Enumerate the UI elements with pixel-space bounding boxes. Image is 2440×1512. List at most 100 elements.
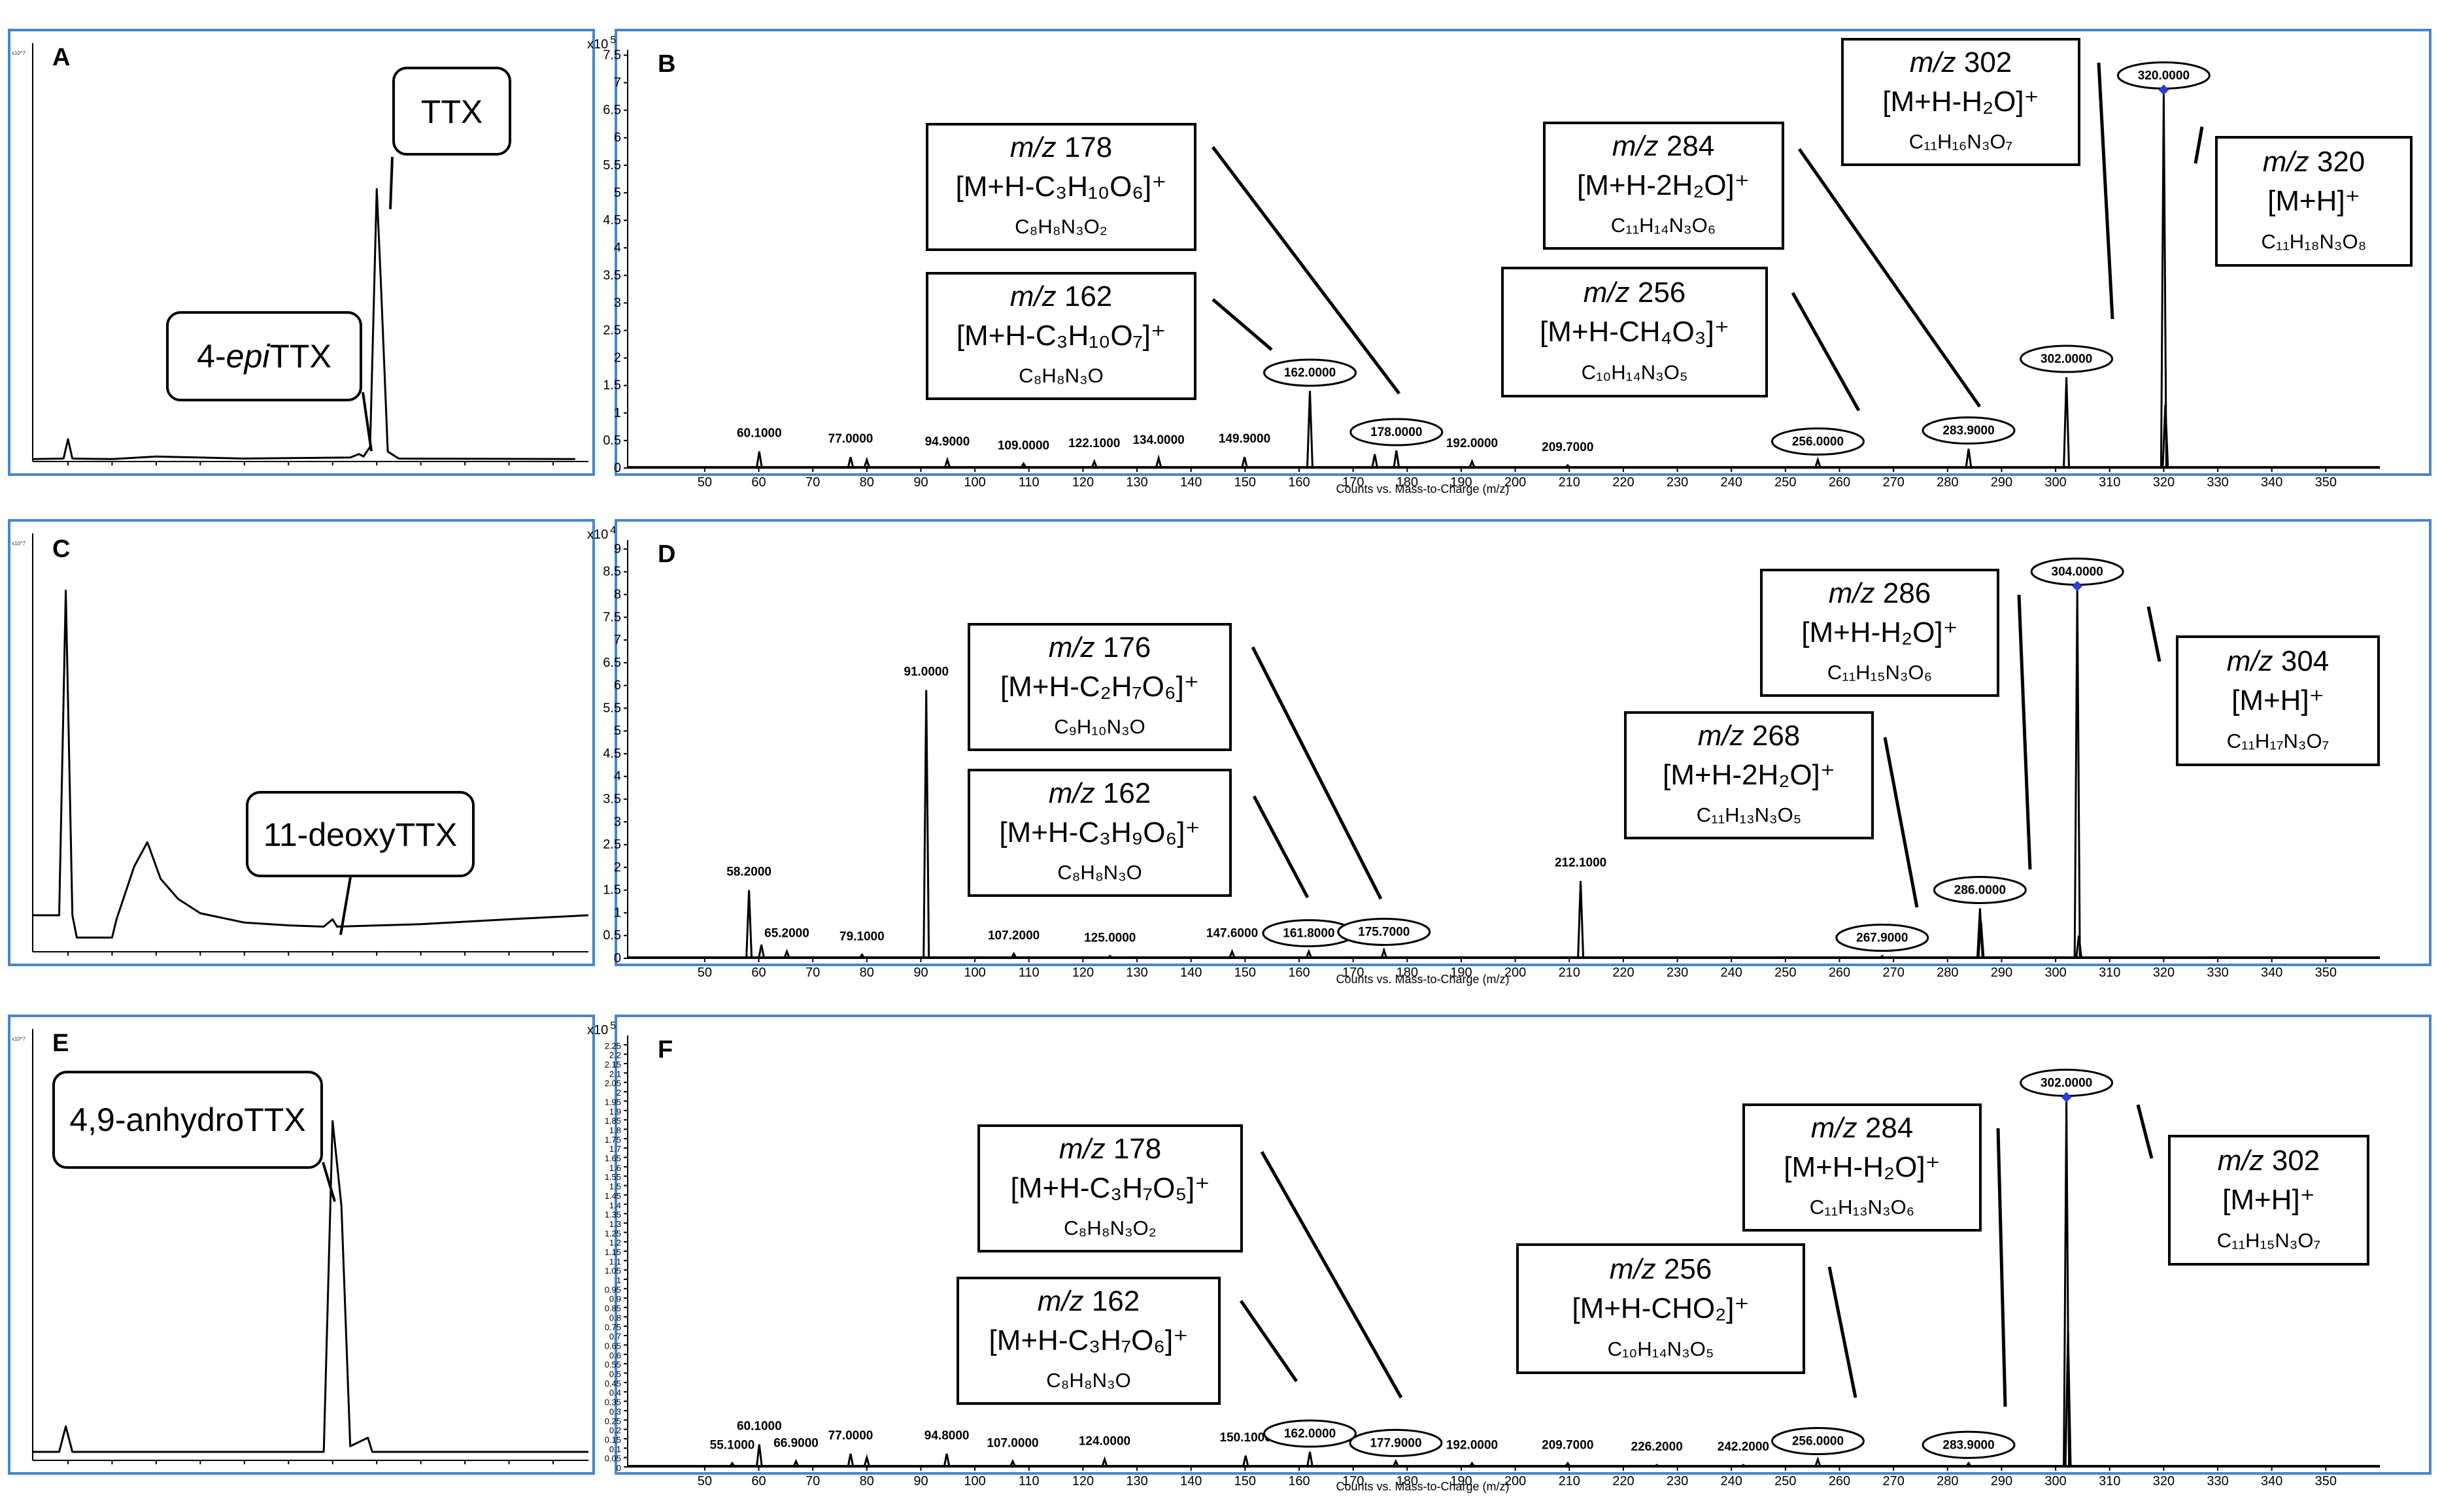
panel-d-x-tick-label: 90	[913, 966, 928, 980]
panel-b-peak	[1393, 450, 1400, 469]
panel-e-letter: E	[52, 1030, 69, 1057]
panel-d-y-tick-label: 6.5	[603, 656, 621, 670]
panel-b-y-tick-label: 6.5	[603, 103, 621, 118]
panel-b-leader-178	[1212, 146, 1400, 395]
panel-b-y-tick-label: 3.5	[603, 268, 621, 282]
panel-a-ttx-label: TTX	[421, 93, 483, 130]
panel-d-x-tick-label: 310	[2099, 966, 2120, 980]
panel-d-peak	[783, 949, 790, 959]
panel-d-ann-162-ion: [M+H-C₃H₉O₆]⁺	[999, 816, 1200, 848]
panel-b-ann-178-mz: m/z 178	[1010, 131, 1113, 163]
panel-f-box-178	[977, 1124, 1243, 1252]
panel-f-x-tick-label: 330	[2207, 1474, 2228, 1488]
panel-f-peak-label: 192.0000	[1446, 1438, 1498, 1452]
panel-d-box-162	[968, 769, 1232, 897]
panel-f-y-tick-label: 1.25	[605, 1228, 621, 1238]
panel-f-box-256	[1516, 1243, 1805, 1374]
panel-d-x-tick-label: 340	[2261, 966, 2282, 980]
panel-c-multiplier: x10^7	[12, 541, 26, 546]
panel-d-peak	[758, 944, 766, 959]
panel-b-x-tick-label: 330	[2207, 475, 2228, 490]
panel-f-peak	[1242, 1455, 1249, 1468]
panel-f-y-tick-label: 1.35	[605, 1210, 621, 1220]
panel-d-x-tick-label: 270	[1882, 966, 1904, 980]
panel-f-x-tick-label: 200	[1504, 1474, 1526, 1488]
panel-b-box-284	[1543, 122, 1784, 250]
panel-b-y-tick-label: 6	[614, 131, 621, 145]
panel-e-x-ticks	[67, 1460, 554, 1464]
panel-f-y-tick-label: 0.05	[605, 1454, 621, 1464]
panel-f-peak-label: 150.1000	[1220, 1431, 1272, 1445]
panel-f-y-tick-label: 1.5	[609, 1182, 621, 1192]
panel-b-box-162	[926, 272, 1196, 400]
panel-d-ann-304-formula: C₁₁H₁₇N₃O₇	[2227, 730, 2330, 752]
panel-b-peak-label: 134.0000	[1132, 433, 1184, 447]
panel-b-leader-162	[1212, 298, 1273, 351]
panel-d-ann-304-mz: m/z 304	[2227, 645, 2330, 677]
panel-d-y-tick-label: 7.5	[603, 610, 621, 624]
panel-f-ann-178-mz: m/z 178	[1059, 1133, 1162, 1165]
panel-d-x-tick-label: 60	[751, 966, 766, 980]
panel-f-y-tick-label: 0.45	[605, 1379, 621, 1388]
panel-b-x-tick-label: 50	[698, 475, 712, 490]
panel-d-x-tick-label: 240	[1721, 966, 1742, 980]
panel-d-leader-268	[1883, 737, 1919, 908]
panel-f-ann-256-mz: m/z 256	[1610, 1253, 1712, 1285]
panel-b-x-tick-label: 130	[1126, 475, 1147, 490]
panel-f-x-tick-label: 190	[1450, 1474, 1472, 1488]
panel-f-x-tick-label: 340	[2261, 1474, 2282, 1488]
panel-b-y-tick-label: 7	[614, 76, 621, 90]
panel-e-frame	[8, 1015, 595, 1475]
panel-f-x-tick-label: 60	[751, 1474, 766, 1488]
panel-b-y-tick-label: 7.5	[603, 48, 621, 62]
panel-b-x-tick-label: 180	[1397, 475, 1418, 490]
panel-d-peak-label: 286.0000	[1954, 883, 2006, 897]
panel-b-peak-label: 60.1000	[737, 427, 782, 441]
panel-f-y-tick-label: 1.3	[609, 1219, 621, 1229]
panel-d-x-tick-label: 130	[1126, 966, 1147, 980]
panel-d-peak-label: 58.2000	[726, 865, 771, 879]
panel-d-x-tick-label: 70	[805, 966, 820, 980]
panel-c-x-ticks	[67, 952, 554, 956]
panel-b-x-tick-label: 300	[2044, 475, 2066, 490]
panel-f-y-tick-label: 0.5	[609, 1369, 621, 1379]
panel-f-ann-256-ion: [M+H-CHO₂]⁺	[1572, 1292, 1749, 1324]
panel-d-x-tick-label: 180	[1397, 966, 1418, 980]
panel-f-ann-284-formula: C₁₁H₁₃N₃O₆	[1810, 1196, 1914, 1218]
panel-f-peak	[2064, 1332, 2072, 1468]
panel-d-y-tick-label: 4.5	[603, 747, 621, 761]
panel-f-ann-256-formula: C₁₀H₁₄N₃O₅	[1608, 1337, 1714, 1360]
panel-d-frame	[615, 519, 2432, 966]
panel-b-peak-label: 162.0000	[1284, 366, 1336, 380]
panel-b-x-tick-label: 240	[1721, 475, 1742, 490]
panel-d-box-176	[968, 623, 1232, 751]
panel-b-peak	[1468, 458, 1476, 469]
panel-f-peak-label: 55.1000	[710, 1438, 755, 1452]
panel-d-x-tick-label: 190	[1450, 966, 1472, 980]
panel-d-ann-162-mz: m/z 162	[1049, 777, 1151, 809]
panel-d-y-tick-label: 8.5	[603, 565, 621, 579]
panel-d-precursor-marker	[2072, 580, 2083, 592]
panel-b-ann-284-ion: [M+H-2H₂O]⁺	[1577, 169, 1750, 201]
panel-d-y-axis: 00.511.522.533.544.555.566.577.588.59	[603, 540, 628, 966]
panel-d-ann-286-mz: m/z 286	[1829, 577, 1931, 609]
panel-d-peak-label: 125.0000	[1084, 932, 1136, 945]
panel-e-multiplier: x10^7	[12, 1036, 26, 1042]
panel-f-y-tick-label: 0.65	[605, 1341, 621, 1351]
panel-f-x-tick-label: 220	[1612, 1474, 1634, 1488]
panel-d-peak	[1010, 951, 1017, 959]
panel-f-x-tick-label: 100	[964, 1474, 985, 1488]
panel-f-ann-302-formula: C₁₁H₁₅N₃O₇	[2217, 1229, 2320, 1252]
panel-f-y-tick-label: 2.15	[605, 1060, 621, 1069]
panel-d-peak-label: 175.7000	[1358, 925, 1410, 939]
panel-b-ann-284-formula: C₁₁H₁₄N₃O₆	[1611, 214, 1716, 237]
panel-d-x-tick-label: 320	[2153, 966, 2175, 980]
panel-b-ann-178-ion: [M+H-C₃H₁₀O₆]⁺	[956, 171, 1167, 203]
panel-f-x-tick-label: 120	[1072, 1474, 1094, 1488]
panel-d-box-286	[1760, 569, 1999, 697]
panel-b-peak-label: 320.0000	[2138, 69, 2190, 82]
panel-b-ann-256-ion: [M+H-CH₄O₃]⁺	[1540, 316, 1729, 348]
panel-b-peak-label: 256.0000	[1792, 435, 1844, 448]
